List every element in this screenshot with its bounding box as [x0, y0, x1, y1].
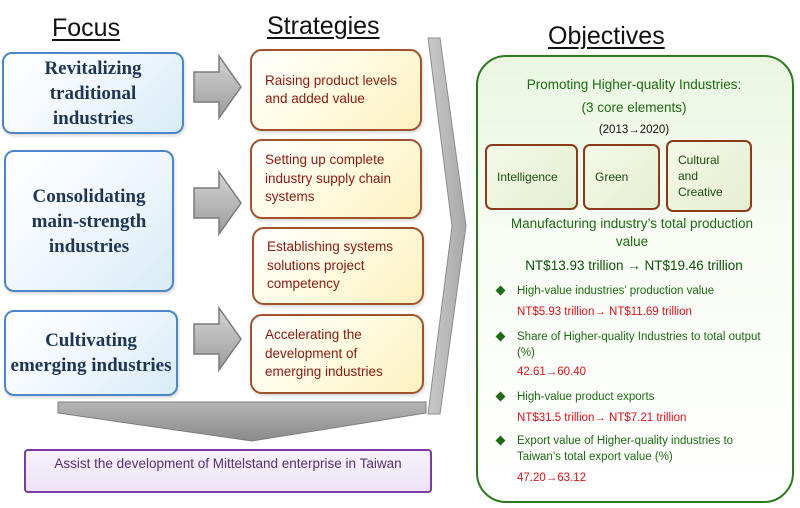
down-arrow	[57, 401, 427, 442]
core-element-green: Green	[583, 144, 660, 210]
right-arrow-2	[193, 169, 242, 237]
core-element-cultural-creative: Cultural and Creative	[666, 140, 752, 212]
focus-box-traditional: Revitalizing traditional industries	[2, 52, 184, 134]
manufacturing-label: Manufacturing industry’s total productio…	[510, 216, 754, 249]
objectives-header: Objectives	[548, 22, 665, 50]
strategy-text: Setting up complete industry supply chai…	[265, 152, 392, 205]
focus-box-emerging: Cultivating emerging industries	[4, 310, 178, 396]
core-element-intelligence: Intelligence	[485, 144, 578, 210]
objective-item-value: NT$31.5 trillion→ NT$7.21 trillion	[517, 412, 687, 424]
objectives-subtitle: (3 core elements)	[581, 100, 687, 115]
right-arrow-3	[193, 305, 242, 373]
big-chevron-arrow	[427, 37, 467, 415]
strategies-header: Strategies	[267, 12, 380, 40]
strategy-text: Establishing systems solutions project c…	[267, 239, 394, 292]
strategy-box-product-levels: Raising product levels and added value	[250, 49, 422, 131]
objectives-period: (2013→2020)	[598, 124, 670, 136]
right-arrow-1	[193, 53, 242, 121]
objective-item-label: High-value industries’ production value	[517, 285, 715, 297]
focus-box-main-strength: Consolidating main-strength industries	[4, 150, 174, 292]
objectives-title: Promoting Higher-quality Industries:	[526, 77, 742, 92]
mittelstand-box: Assist the development of Mittelstand en…	[24, 449, 432, 493]
strategy-text: Raising product levels and added value	[265, 72, 398, 107]
objective-item-label: Export value of Higher-quality industrie…	[517, 435, 734, 463]
manufacturing-value: NT$13.93 trillion → NT$19.46 trillion	[525, 258, 743, 273]
focus-header: Focus	[52, 14, 121, 42]
objective-item-value: 47.20→63.12	[517, 472, 587, 484]
objective-item-value: 42.61→60.40	[517, 366, 587, 378]
strategy-text: Accelerating the development of emerging…	[265, 327, 383, 380]
objectives-panel	[476, 55, 794, 503]
strategy-box-supply-chain: Setting up complete industry supply chai…	[250, 139, 422, 219]
objective-item-value: NT$5.93 trillion→ NT$11.69 trillion	[517, 306, 692, 318]
objective-item-label: Share of Higher-quality Industries to to…	[517, 331, 761, 359]
strategy-box-emerging: Accelerating the development of emerging…	[250, 314, 424, 394]
strategy-box-systems-solutions: Establishing systems solutions project c…	[252, 227, 424, 305]
objective-item-label: High-value product exports	[517, 391, 655, 403]
